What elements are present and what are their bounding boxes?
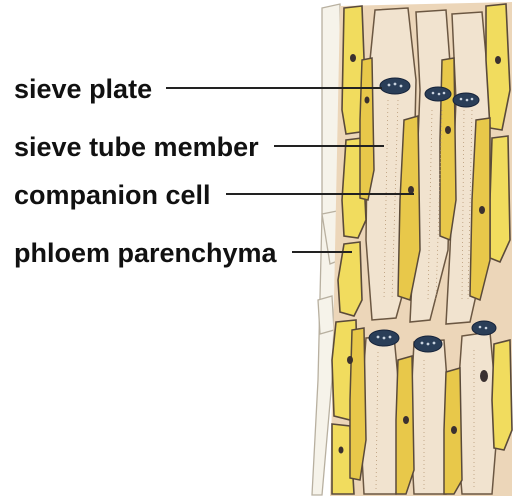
sieve-tube-member-label: sieve tube member <box>14 132 259 162</box>
nucleus <box>347 356 353 364</box>
phloem-parenchyma-label: phloem parenchyma <box>14 238 278 268</box>
companion-cell-shape <box>396 356 414 494</box>
parenchyma-cell <box>492 340 512 450</box>
sieve-plate <box>472 321 496 335</box>
sieve-plate <box>380 78 410 94</box>
nucleus <box>339 447 344 454</box>
nucleus <box>403 416 409 424</box>
companion-cell-label: companion cell <box>14 180 211 210</box>
nucleus <box>495 56 501 64</box>
companion-cell-shape <box>350 328 366 480</box>
companion-cell-shape <box>440 58 456 240</box>
sieve-plate-label: sieve plate <box>14 74 152 104</box>
nucleus <box>365 97 370 104</box>
nucleus <box>480 370 488 382</box>
parenchyma-cell <box>486 4 510 130</box>
nucleus <box>350 54 356 62</box>
nucleus <box>408 186 414 194</box>
nucleus <box>479 206 485 214</box>
parenchyma-cell <box>490 136 510 262</box>
nucleus <box>451 426 457 434</box>
nucleus <box>445 126 451 134</box>
companion-cell-shape <box>360 58 374 200</box>
